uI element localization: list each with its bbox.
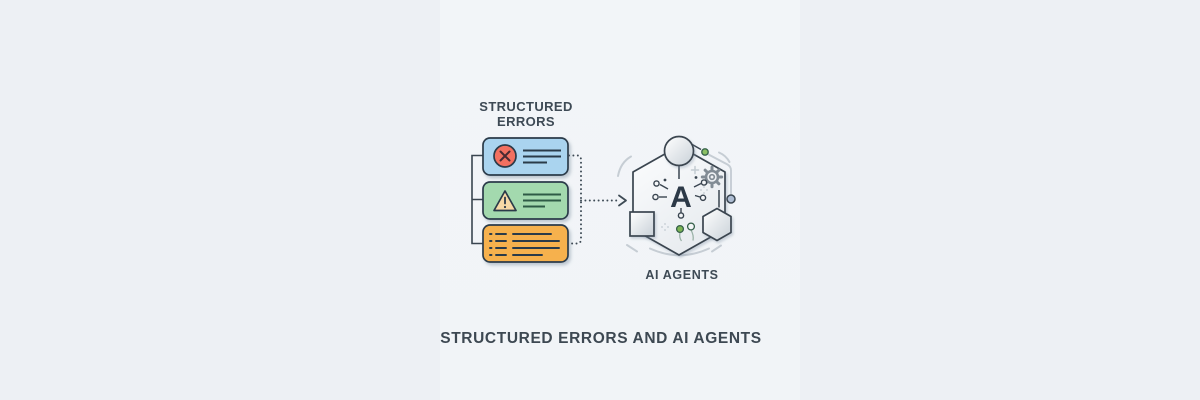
bottom-circuit-nodes — [675, 222, 696, 242]
error-card — [482, 137, 569, 176]
structured-errors-title: STRUCTURED ERRORS — [479, 99, 573, 130]
log-card — [482, 224, 569, 263]
small-hexagon-node — [702, 207, 732, 242]
dotted-connector — [568, 154, 627, 245]
green-node — [701, 148, 709, 156]
gray-link — [707, 153, 732, 195]
arrowhead-icon — [618, 194, 627, 207]
circle-node — [663, 135, 695, 167]
warning-triangle-icon — [493, 190, 517, 212]
sparkle-decorations — [661, 165, 708, 231]
ai-agents-label: AI AGENTS — [645, 268, 719, 282]
warning-card — [482, 181, 569, 220]
bullet-list-icon — [489, 233, 560, 256]
text-lines — [523, 193, 561, 208]
circuit-traces — [652, 176, 708, 219]
agents-hexagon — [632, 145, 726, 256]
ai-center-glyph: A — [670, 181, 692, 214]
blue-node — [726, 194, 736, 204]
x-circle-icon — [493, 144, 517, 168]
figure-caption: STRUCTURED ERRORS AND AI AGENTS — [440, 330, 762, 347]
square-node — [629, 211, 655, 237]
text-lines — [523, 149, 561, 164]
errors-bracket — [471, 154, 483, 245]
